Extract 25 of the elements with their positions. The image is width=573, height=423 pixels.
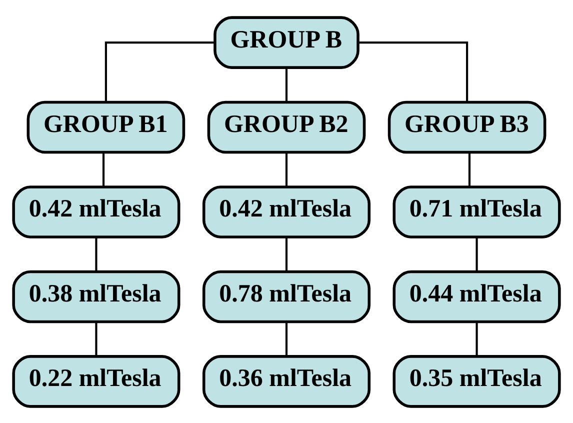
node-box: GROUP B2 — [207, 100, 366, 154]
connector — [285, 322, 288, 356]
node-box: 0.44 mlTesla — [392, 270, 561, 323]
node-box: 0.78 mlTesla — [202, 270, 371, 323]
connector — [468, 152, 471, 186]
connector — [358, 41, 468, 102]
node-box: GROUP B3 — [388, 100, 546, 154]
connector — [285, 236, 288, 271]
connector — [102, 152, 105, 186]
node-box: 0.42 mlTesla — [12, 185, 180, 238]
node-box: 0.38 mlTesla — [12, 270, 180, 323]
node-box: 0.35 mlTesla — [392, 354, 561, 408]
connector — [95, 236, 98, 271]
node-box: 0.36 mlTesla — [202, 354, 371, 408]
connector — [285, 67, 288, 102]
node-box: GROUP B1 — [26, 100, 186, 154]
connector — [476, 322, 478, 356]
connector — [104, 41, 215, 102]
connector — [95, 322, 98, 356]
node-box: 0.42 mlTesla — [202, 185, 371, 238]
connector — [476, 236, 478, 271]
node-box: GROUP B — [214, 16, 360, 68]
node-box: 0.71 mlTesla — [392, 185, 561, 238]
node-box: 0.22 mlTesla — [12, 354, 180, 408]
connector — [285, 152, 288, 186]
